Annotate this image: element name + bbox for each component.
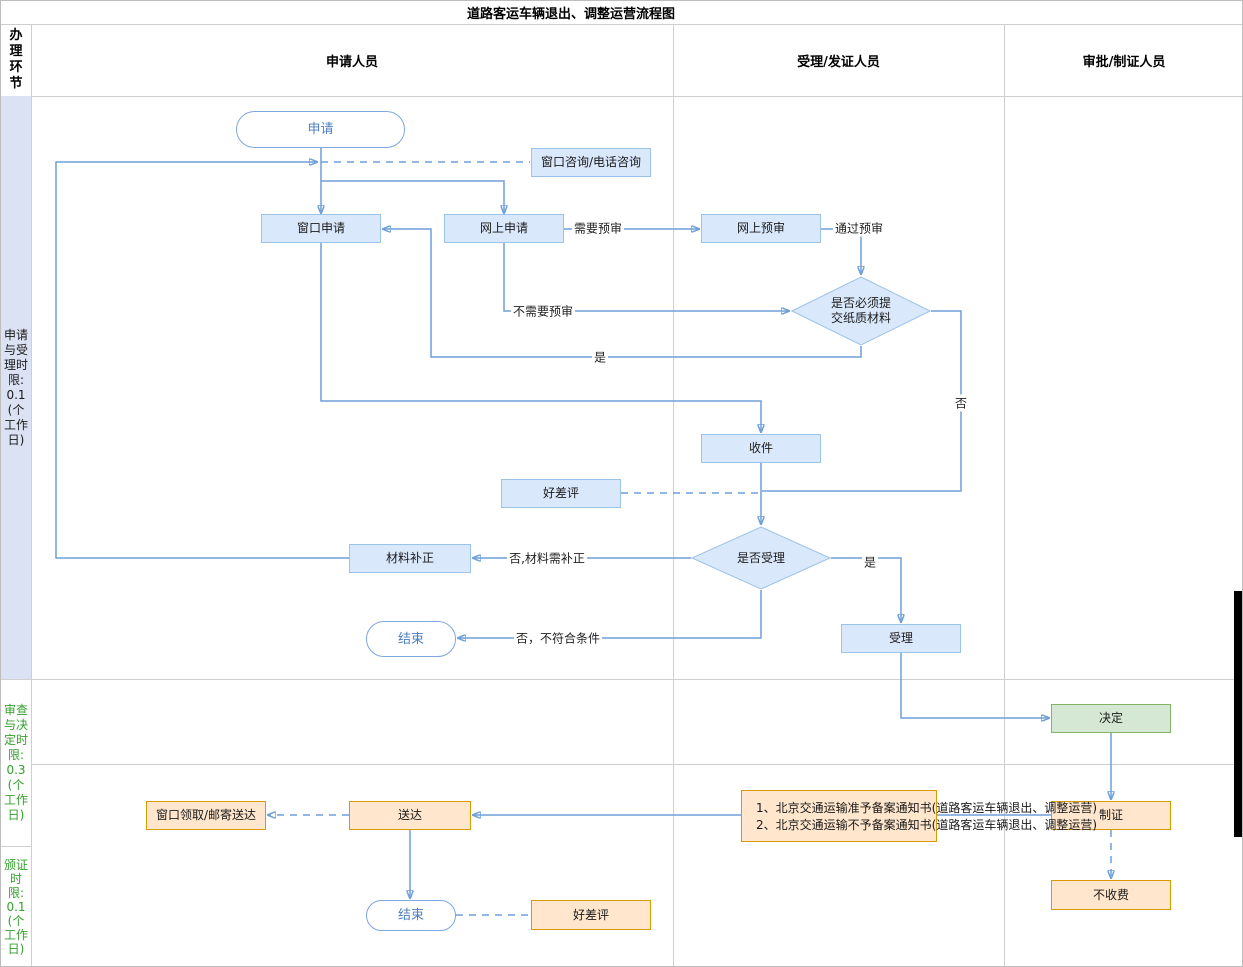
grid-line (1, 846, 31, 847)
edge-paper-decision-yes-to-window-apply (383, 229, 862, 358)
node-material-fix: 材料补正 (349, 544, 471, 573)
edge-label-yes-paper: 是 (591, 348, 609, 366)
stage-label-certify-text: 颁证时限: 0.1 (个工作日) (3, 858, 28, 956)
stage-label-apply-accept: 申请与受理时限: 0.1 (个工作日) (1, 96, 31, 679)
node-no-fee: 不收费 (1051, 880, 1171, 910)
lane-header-acceptor: 受理/发证人员 (797, 54, 880, 70)
stage-label-review-decide: 审查与决定时限: 0.3 (个工作日) (1, 680, 31, 846)
edge-label-pass-review: 通过预审 (832, 219, 886, 237)
edge-label-no-paper: 否 (952, 394, 970, 412)
node-accept-decision-label: 是否受理 (736, 550, 785, 565)
stage-label-apply-accept-text: 申请与受理时限: 0.1 (个工作日) (3, 327, 28, 447)
grid-line (31, 764, 1242, 765)
scrollbar-thumb[interactable] (1234, 591, 1242, 837)
edge-label-need-review: 需要预审 (571, 219, 625, 237)
edge-label-no-fix: 否,材料需补正 (507, 549, 587, 567)
diagram-title: 道路客运车辆退出、调整运营流程图 (466, 7, 675, 22)
node-rating-bottom: 好差评 (531, 900, 651, 930)
node-online-review: 网上预审 (701, 214, 821, 243)
stage-label-review-decide-text: 审查与决定时限: 0.3 (个工作日) (3, 703, 28, 822)
corner-header-label: 办理环节 (9, 28, 23, 91)
edge-window-apply-to-receive (320, 243, 761, 432)
edge-label-yes-accept: 是 (861, 553, 879, 571)
node-receive: 收件 (701, 434, 821, 463)
node-notice-documents: 1、北京交通运输准予备案通知书(道路客运车辆退出、调整运营) 2、北京交通运输不… (741, 790, 1098, 842)
node-end-top: 结束 (366, 621, 456, 657)
edge-label-no-need-review: 不需要预审 (510, 302, 576, 320)
grid-line (1, 24, 1242, 25)
corner-header: 办理环节 (1, 24, 31, 96)
node-certify: 制证 (1051, 801, 1171, 830)
edge-accept-to-decide (900, 653, 1049, 718)
grid-line (1, 96, 1242, 97)
edge-online-apply-to-paper-decision (503, 243, 789, 311)
lane-header-applicant: 申请人员 (325, 54, 378, 70)
diamond-shape (691, 526, 831, 590)
node-end-bottom: 结束 (366, 900, 456, 931)
notice-line-1: 1、北京交通运输准予备案通知书(道路客运车辆退出、调整运营) (756, 801, 1098, 815)
grid-line (31, 24, 32, 966)
node-accept-decision: 是否受理 (691, 526, 831, 590)
node-window-apply: 窗口申请 (261, 214, 381, 243)
node-pickup: 窗口领取/邮寄送达 (146, 801, 266, 830)
edge-start-to-online-apply (321, 180, 504, 213)
notice-line-2: 2、北京交通运输不予备案通知书(道路客运车辆退出、调整运营) (756, 818, 1098, 832)
node-online-apply: 网上申请 (444, 214, 564, 243)
stage-label-certify: 颁证时限: 0.1 (个工作日) (1, 847, 31, 966)
node-start: 申请 (236, 111, 405, 148)
node-consult: 窗口咨询/电话咨询 (531, 148, 651, 177)
grid-line (1, 679, 31, 680)
node-paper-decision-label: 是否必须提交纸质材料 (830, 296, 891, 325)
grid-line (673, 24, 674, 966)
grid-line (31, 679, 1242, 680)
node-deliver: 送达 (349, 801, 471, 830)
grid-line (1004, 24, 1005, 966)
edge-label-no-reject: 否，不符合条件 (513, 629, 603, 647)
node-accept: 受理 (841, 624, 961, 653)
edge-accept-decision-to-end-top (458, 590, 762, 638)
node-rating-top: 好差评 (501, 479, 621, 508)
lane-header-approver: 审批/制证人员 (1082, 54, 1166, 70)
node-decide: 决定 (1051, 704, 1171, 733)
node-paper-decision: 是否必须提交纸质材料 (791, 276, 931, 346)
